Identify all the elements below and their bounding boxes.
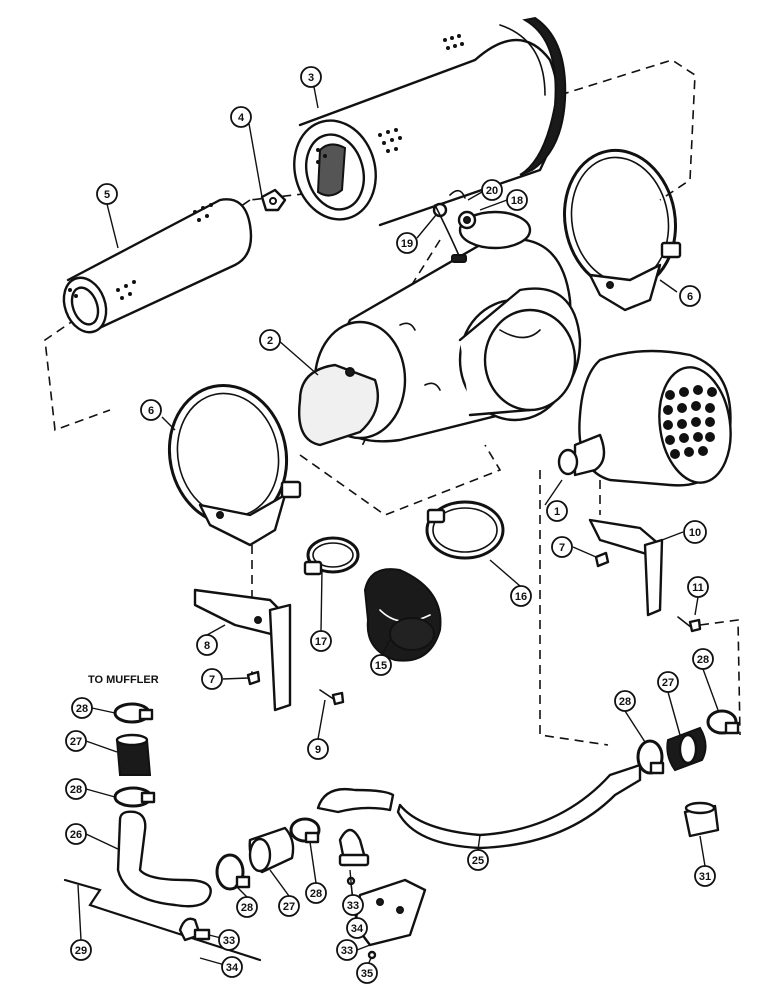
callout-33-a: 33: [218, 929, 240, 951]
callout-7-right: 7: [551, 536, 573, 558]
air-cleaner-body: [298, 210, 582, 447]
callout-29: 29: [70, 939, 92, 961]
callout-2: 2: [259, 329, 281, 351]
callout-31: 31: [694, 865, 716, 887]
svg-text:6: 6: [687, 291, 693, 303]
mounting-bracket-right: [588, 518, 664, 617]
callout-28-c: 28: [236, 896, 258, 918]
svg-text:26: 26: [70, 829, 82, 841]
svg-text:28: 28: [76, 703, 88, 715]
svg-text:4: 4: [238, 112, 245, 124]
callout-33-c: 33: [336, 939, 358, 961]
callout-27-lower: 27: [278, 895, 300, 917]
svg-text:28: 28: [697, 654, 709, 666]
svg-text:17: 17: [315, 636, 327, 648]
mounting-bracket-left: [193, 588, 292, 712]
svg-text:29: 29: [75, 945, 87, 957]
callout-6-upper: 6: [679, 285, 701, 307]
callout-9: 9: [307, 738, 329, 760]
callout-11: 11: [687, 576, 709, 598]
callout-26: 26: [65, 823, 87, 845]
svg-text:1: 1: [554, 506, 560, 518]
callout-7-left: 7: [201, 668, 223, 690]
leader-lines: [77, 86, 719, 968]
svg-text:28: 28: [310, 888, 322, 900]
hose-clamp-17: [303, 536, 360, 576]
callout-33-b: 33: [342, 894, 364, 916]
hose-clamp-16: [425, 500, 505, 560]
outer-filter-element: [293, 16, 567, 227]
right-connection-stack: [636, 709, 740, 838]
bolts: [246, 551, 702, 706]
svg-text:28: 28: [619, 696, 631, 708]
inner-filter-element: [62, 198, 253, 334]
svg-text:7: 7: [559, 542, 565, 554]
svg-text:8: 8: [204, 640, 210, 652]
svg-text:35: 35: [361, 968, 373, 980]
svg-text:31: 31: [699, 871, 711, 883]
callout-15: 15: [370, 654, 392, 676]
rubber-elbow: [363, 568, 442, 662]
callout-28-f: 28: [692, 648, 714, 670]
svg-text:27: 27: [283, 901, 295, 913]
svg-text:16: 16: [515, 591, 527, 603]
callout-28-b: 28: [65, 778, 87, 800]
callout-34-b: 34: [221, 956, 243, 978]
svg-text:6: 6: [148, 405, 154, 417]
callout-8: 8: [196, 634, 218, 656]
svg-text:33: 33: [341, 945, 353, 957]
svg-text:34: 34: [351, 923, 364, 935]
callout-34-a: 34: [346, 917, 368, 939]
callout-16: 16: [510, 585, 532, 607]
callout-28-e: 28: [614, 690, 636, 712]
callout-4: 4: [230, 106, 252, 128]
callout-25: 25: [467, 849, 489, 871]
svg-text:27: 27: [70, 736, 82, 748]
svg-text:33: 33: [347, 900, 359, 912]
svg-text:34: 34: [226, 962, 239, 974]
svg-text:20: 20: [486, 185, 498, 197]
svg-text:18: 18: [511, 195, 523, 207]
precleaner-assembly: [557, 349, 732, 487]
svg-text:5: 5: [104, 189, 110, 201]
callout-5: 5: [96, 183, 118, 205]
latch-hardware: [432, 189, 477, 263]
callout-6-lower: 6: [140, 399, 162, 421]
callout-27-right: 27: [657, 671, 679, 693]
wing-nut: [260, 188, 287, 212]
mounting-band-lower: [167, 383, 302, 547]
svg-text:3: 3: [308, 72, 314, 84]
support-rod: [63, 878, 262, 962]
svg-text:33: 33: [223, 935, 235, 947]
callout-27-left: 27: [65, 730, 87, 752]
callout-3: 3: [300, 66, 322, 88]
svg-text:11: 11: [692, 582, 704, 594]
callout-20: 20: [481, 179, 503, 201]
svg-text:2: 2: [267, 335, 273, 347]
callout-17: 17: [310, 630, 332, 652]
callout-28-a: 28: [71, 697, 93, 719]
svg-text:28: 28: [241, 902, 253, 914]
mounting-band-upper: [562, 148, 682, 312]
callout-28-d: 28: [305, 882, 327, 904]
callout-1: 1: [546, 500, 568, 522]
muffler-connection-stack: [113, 702, 212, 908]
svg-text:7: 7: [209, 674, 215, 686]
lower-hose-assembly: [178, 817, 427, 960]
svg-text:9: 9: [315, 744, 321, 756]
callout-18: 18: [506, 189, 528, 211]
svg-text:27: 27: [662, 677, 674, 689]
svg-text:15: 15: [375, 660, 387, 672]
svg-text:25: 25: [472, 855, 484, 867]
to-muffler-label: TO MUFFLER: [88, 674, 159, 686]
intake-tube: [316, 763, 642, 850]
svg-text:28: 28: [70, 784, 82, 796]
callout-19: 19: [396, 232, 418, 254]
callout-35: 35: [356, 962, 378, 984]
svg-text:19: 19: [401, 238, 413, 250]
svg-text:10: 10: [689, 527, 701, 539]
callout-10: 10: [683, 520, 707, 544]
